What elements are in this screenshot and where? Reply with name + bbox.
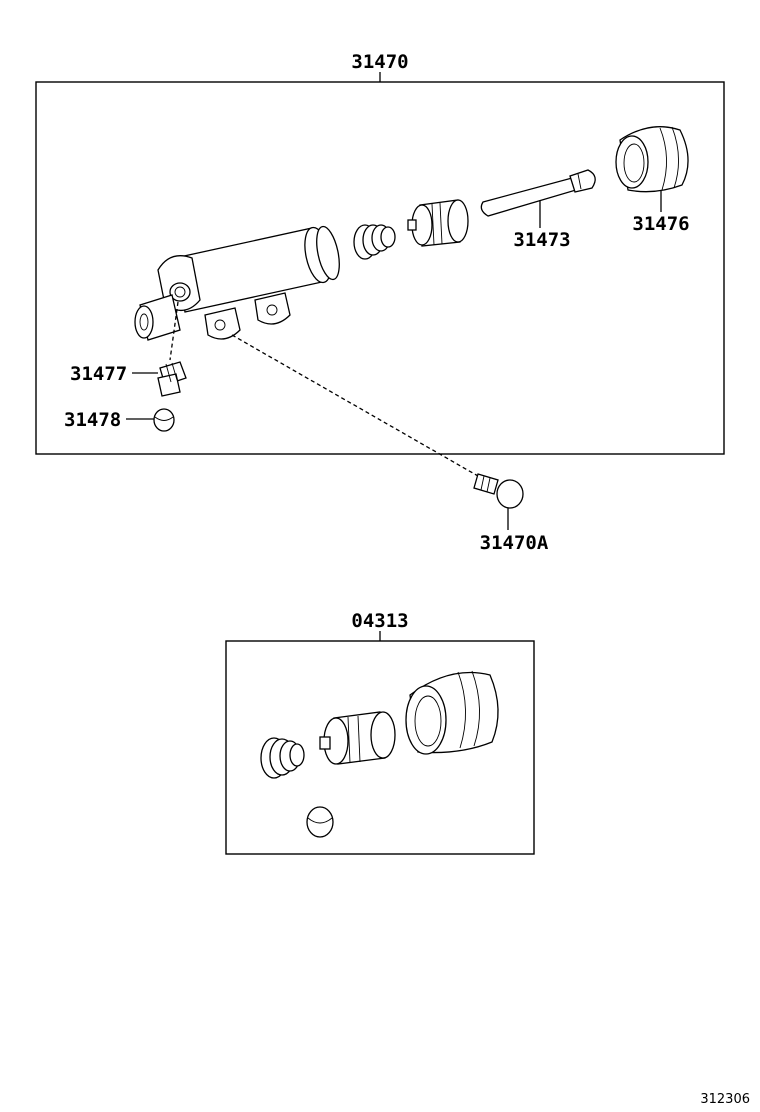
label-31476[interactable]: 31476	[632, 213, 689, 235]
cylinder-body[interactable]	[134, 225, 343, 341]
piston[interactable]	[407, 199, 469, 247]
label-31470A[interactable]: 31470A	[480, 532, 549, 554]
assembly-frame	[35, 81, 725, 455]
kit-spring[interactable]	[260, 737, 305, 779]
kit-cap[interactable]	[306, 806, 334, 838]
bleeder-cap[interactable]	[153, 408, 175, 432]
bleeder-plug[interactable]	[157, 361, 187, 397]
label-31473[interactable]: 31473	[513, 229, 570, 251]
kit-frame	[225, 640, 535, 855]
diagram-number: 312306	[700, 1092, 750, 1107]
kit-piston[interactable]	[319, 711, 396, 765]
leader-dashed-bolt	[231, 334, 479, 477]
spring[interactable]	[353, 224, 396, 260]
label-31478[interactable]: 31478	[64, 409, 121, 431]
kit-boot[interactable]	[405, 670, 499, 755]
bolt[interactable]	[473, 473, 524, 509]
label-04313[interactable]: 04313	[351, 610, 408, 632]
label-31470[interactable]: 31470	[351, 51, 408, 73]
boot[interactable]	[615, 126, 689, 193]
leader-dashed-plug	[169, 301, 179, 361]
label-31477[interactable]: 31477	[70, 363, 127, 385]
push-rod[interactable]	[480, 169, 596, 217]
